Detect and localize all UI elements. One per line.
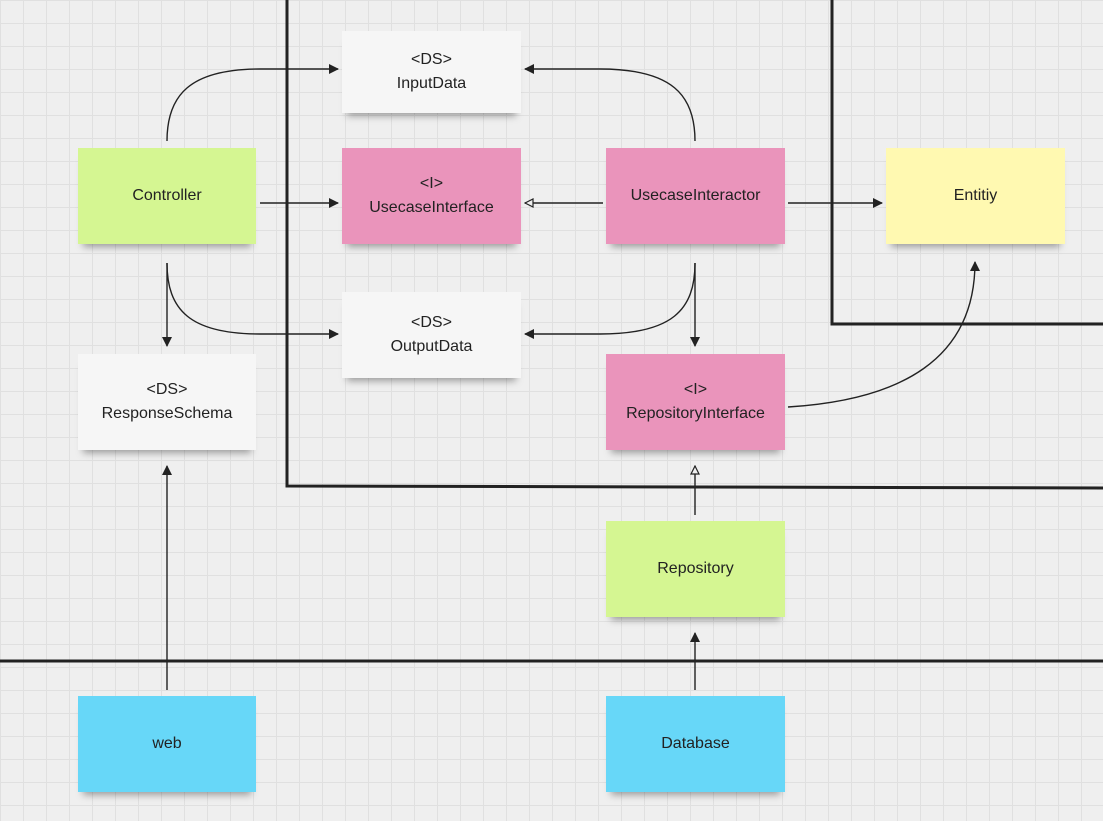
usecase-layer-boundary — [285, 0, 1103, 490]
interactor-to-inputdata-arrow — [524, 64, 696, 142]
outputdata-note[interactable]: <DS> OutputData — [342, 292, 521, 378]
outputdata-label: OutputData — [390, 338, 473, 355]
usecaseinterface-note[interactable]: <I> UsecaseInterface — [342, 148, 521, 244]
controller-to-outputdata-arrow — [166, 262, 339, 339]
interactor-to-outputdata-arrow — [524, 262, 696, 339]
web-label: web — [152, 735, 182, 752]
entity-layer-boundary — [830, 0, 1103, 326]
usecaseinterface-label: UsecaseInterface — [369, 199, 494, 216]
responseschema-stereotype: <DS> — [146, 381, 188, 398]
repositoryinterface-to-entity-arrow — [787, 261, 980, 408]
inputdata-stereotype: <DS> — [411, 51, 452, 68]
inputdata-note[interactable]: <DS> InputData — [342, 31, 521, 113]
usecaseinteractor-note[interactable]: UsecaseInteractor — [606, 148, 785, 244]
repository-label: Repository — [657, 560, 734, 577]
usecaseinteractor-label: UsecaseInteractor — [630, 187, 761, 204]
responseschema-label: ResponseSchema — [101, 405, 233, 422]
repositoryinterface-label: RepositoryInterface — [626, 405, 765, 422]
usecaseinterface-stereotype: <I> — [419, 175, 444, 192]
outputdata-stereotype: <DS> — [411, 314, 452, 331]
repositoryinterface-note[interactable]: <I> RepositoryInterface — [606, 354, 785, 450]
inputdata-label: InputData — [396, 75, 467, 92]
controller-to-inputdata-arrow — [166, 64, 339, 142]
web-note[interactable]: web — [78, 696, 256, 792]
controller-note[interactable]: Controller — [78, 148, 256, 244]
repository-note[interactable]: Repository — [606, 521, 785, 617]
responseschema-note[interactable]: <DS> ResponseSchema — [78, 354, 256, 450]
controller-label: Controller — [132, 187, 202, 204]
repositoryinterface-stereotype: <I> — [683, 381, 708, 398]
entity-label: Entitiy — [953, 187, 998, 204]
database-label: Database — [661, 735, 730, 752]
database-note[interactable]: Database — [606, 696, 785, 792]
entity-note[interactable]: Entitiy — [886, 148, 1065, 244]
